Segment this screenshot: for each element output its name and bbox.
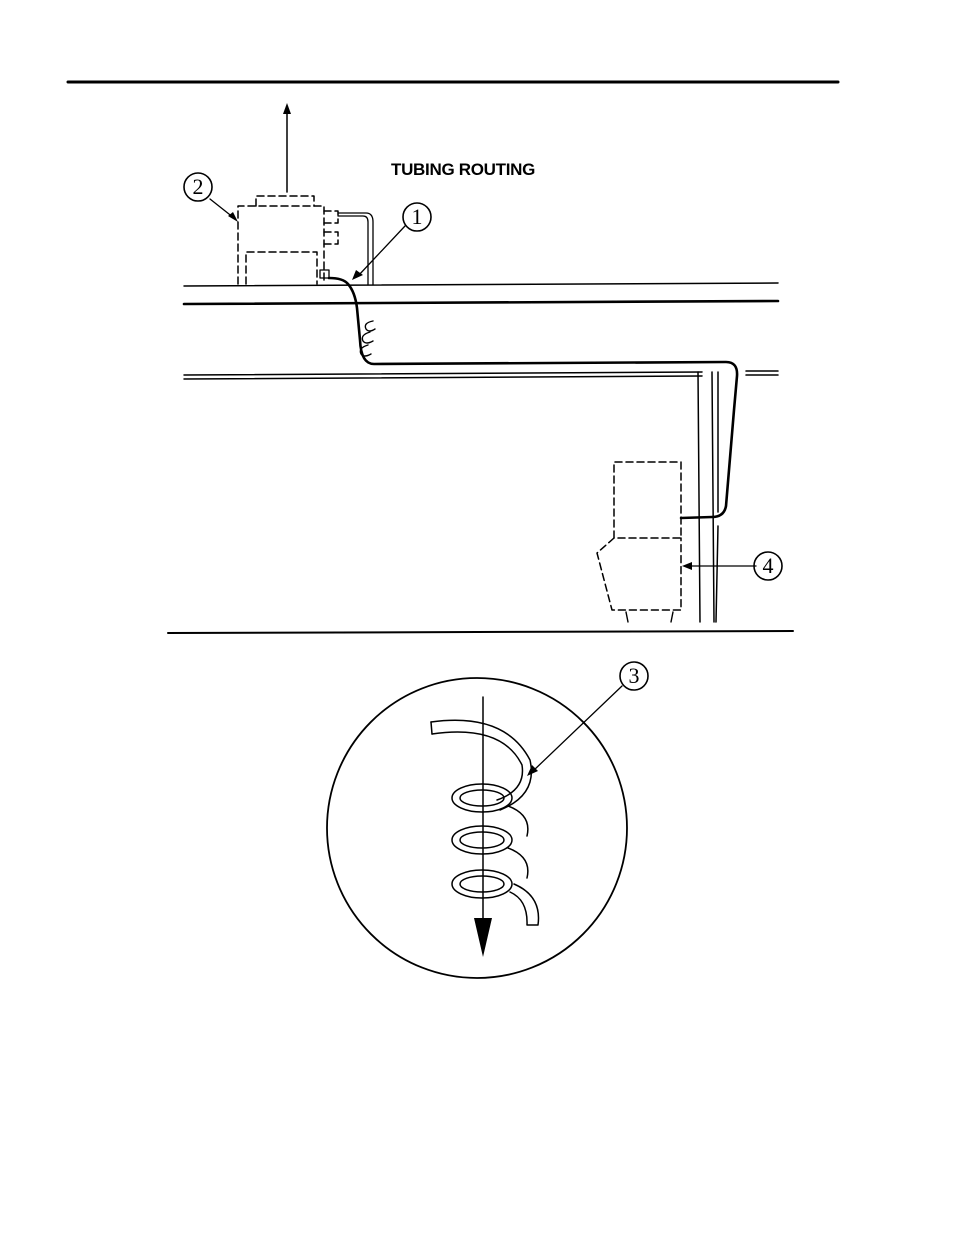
- arrowhead-2: [228, 212, 238, 222]
- arrowhead-4: [682, 562, 692, 570]
- arrowhead-3: [527, 765, 538, 776]
- unit-2-outline: [238, 196, 338, 284]
- rail-mid-b: [184, 376, 702, 379]
- main-tube: [329, 278, 737, 518]
- callout-label-3: 3: [620, 662, 648, 690]
- down-arrow-head: [474, 918, 492, 957]
- callout-label-1: 1: [403, 203, 431, 231]
- helix: [431, 720, 539, 925]
- callout-label-2: 2: [184, 173, 212, 201]
- callout-label-4: 4: [754, 552, 782, 580]
- up-arrow-head: [283, 103, 291, 114]
- post-mid: [712, 372, 714, 622]
- detail-circle: [327, 678, 627, 978]
- leader-1: [358, 226, 405, 276]
- bottom-rule: [168, 631, 793, 633]
- unit-4-outline: [597, 462, 681, 610]
- rail-top-thin: [184, 283, 778, 286]
- unit-4-leg-right: [671, 612, 673, 622]
- diagram-title: TUBING ROUTING: [391, 160, 535, 180]
- post-right-lower: [716, 526, 718, 622]
- rail-top-thick: [184, 301, 778, 304]
- post-left: [698, 372, 700, 622]
- leader-3: [533, 686, 622, 771]
- unit-4-leg-left: [626, 612, 628, 622]
- return-tube-inner: [338, 216, 368, 285]
- rail-mid-a: [184, 372, 702, 375]
